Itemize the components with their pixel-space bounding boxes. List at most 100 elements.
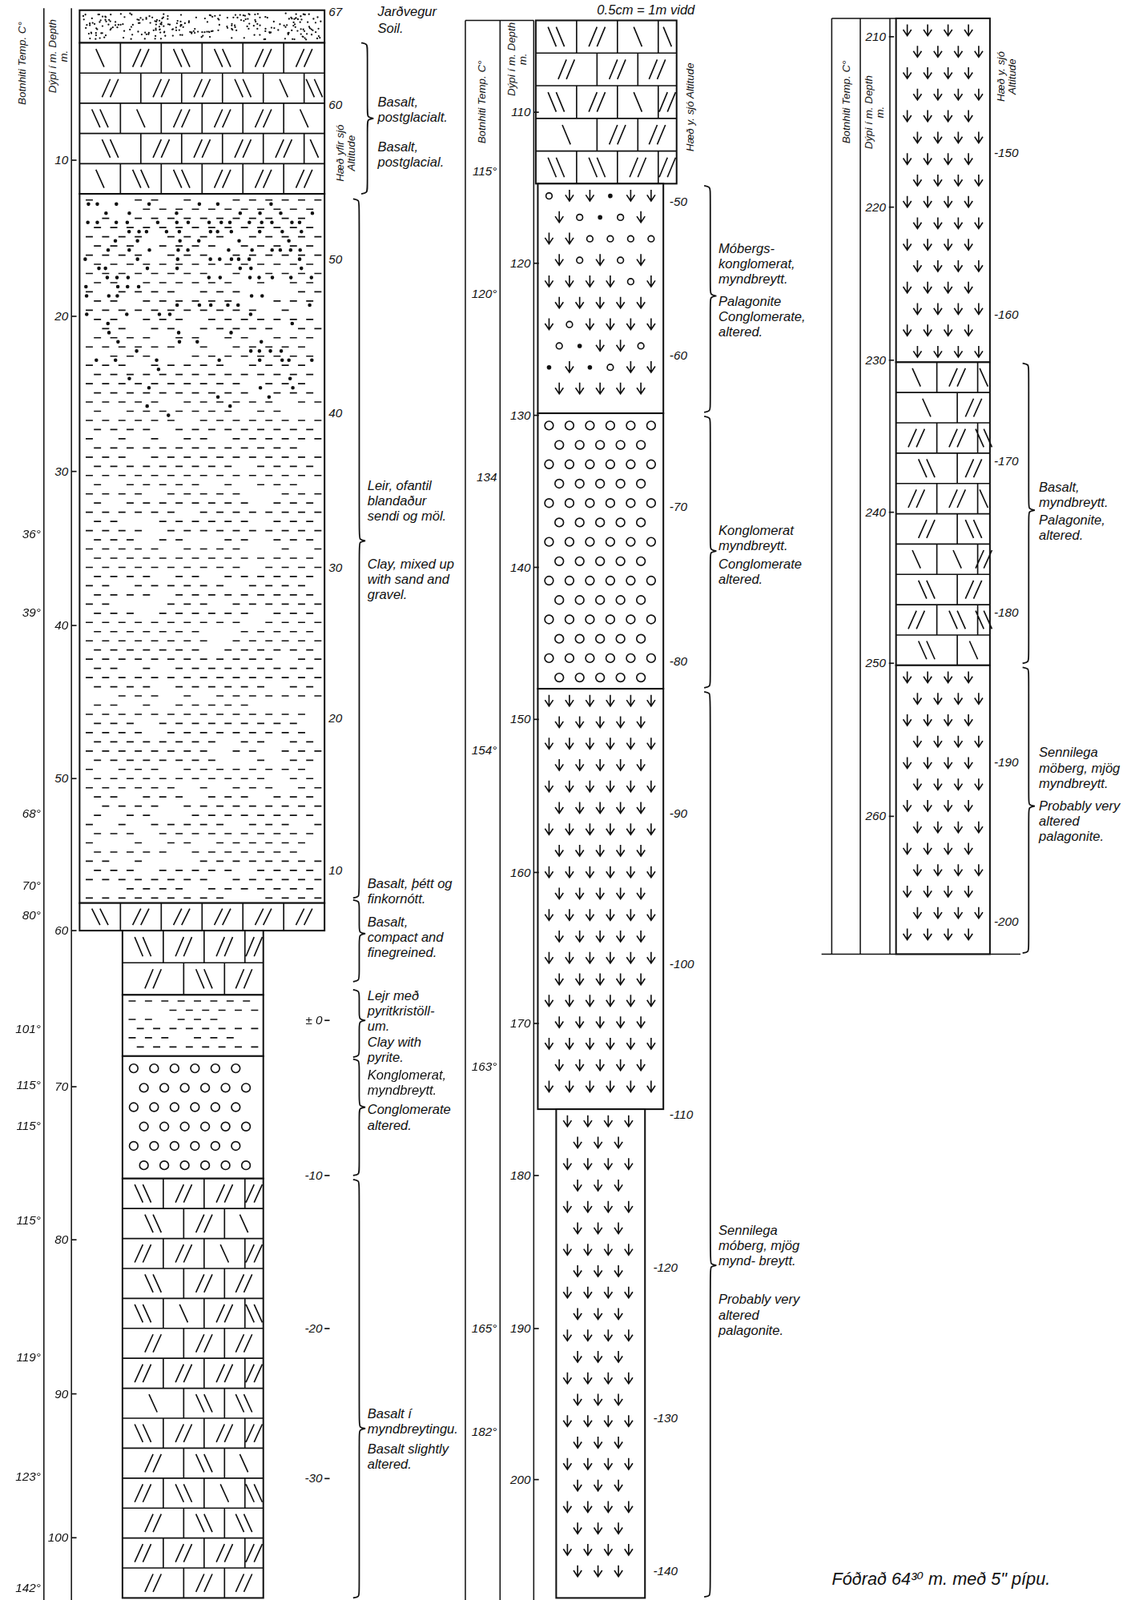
scale-tick (533, 262, 539, 265)
temperature-value: 123° (0, 1468, 41, 1486)
bracket (353, 990, 366, 1058)
rock-layer (79, 10, 325, 44)
bracket (1022, 667, 1035, 954)
layer-outline (79, 43, 325, 195)
layer-description: Palagonite Conglomerate, altered. (718, 293, 811, 340)
altitude-number: -160 (994, 305, 1019, 322)
scale-note: 0.5cm = 1m vidd (596, 2, 695, 18)
layer-description: Basalt, compact and finegreined. (367, 914, 460, 961)
layer-outline (535, 20, 677, 184)
layer-outline (122, 1056, 264, 1180)
layer-outline (555, 1109, 645, 1598)
lithology-pattern (535, 20, 677, 184)
scale-tick (889, 816, 894, 818)
rock-layer (79, 43, 325, 195)
scale-tick (533, 567, 539, 569)
lithology-pattern (122, 930, 264, 995)
bracket (353, 1179, 366, 1598)
layer-description: Conglomerate altered. (367, 1102, 460, 1133)
frame-line (831, 18, 834, 954)
rock-layer (537, 183, 664, 414)
bracket (361, 43, 374, 195)
depth-number: 100 (7, 1529, 69, 1546)
altitude-number: -120 (652, 1259, 678, 1276)
rock-layer (537, 688, 664, 1110)
layer-description: Leir, ofantil blandaður sendi og möl. (367, 477, 462, 524)
altitude-number: -150 (994, 144, 1019, 161)
lithology-pattern (544, 189, 656, 395)
altitude-number: -140 (652, 1563, 678, 1580)
layer-description: Konglomerat, myndbreytt. (367, 1067, 460, 1099)
altitude-number: -100 (669, 956, 695, 973)
layer-description: Lejr með pyritkristöll- um. (367, 987, 460, 1034)
depth-number: 240 (824, 503, 886, 520)
temperature-value: 115° (0, 1212, 41, 1229)
layer-outline (122, 994, 264, 1056)
layer-description: Clay, mixed up with sand and gravel. (367, 555, 462, 602)
depth-number: 40 (7, 617, 69, 634)
layer-description: Basalt, postglacial. (377, 138, 475, 170)
depth-number: 200 (469, 1471, 531, 1488)
depth-number: 140 (469, 559, 531, 576)
lithology-pattern (563, 1115, 633, 1578)
scale-tick (71, 1086, 77, 1088)
scale-tick (889, 662, 894, 665)
layer-outline (537, 413, 664, 689)
altitude-number: ± 0 (261, 1012, 322, 1029)
layer-description: Probably very altered palagonite. (718, 1291, 805, 1338)
scale-tick (71, 1393, 77, 1396)
scale-tick (533, 414, 539, 417)
temperature-value: 101° (0, 1020, 41, 1037)
depth-number: 220 (824, 198, 886, 215)
layer-outline (79, 10, 325, 44)
depth-number: 60 (7, 922, 69, 939)
depth-number: 160 (469, 864, 531, 881)
axis-heading: Hæð y. sjó Altitude (684, 36, 696, 179)
altitude-number: 20 (328, 710, 343, 727)
depth-number: 130 (469, 406, 531, 423)
temperature-value: 142° (0, 1580, 41, 1597)
temperature-value: 70° (0, 877, 41, 894)
altitude-number: -50 (669, 193, 688, 210)
scale-tick (71, 624, 77, 627)
lithology-pattern (122, 1179, 264, 1599)
layer-description: Móbergs- konglomerat, myndbreytt. (718, 241, 805, 287)
axis-heading: Dýpi í m. Depth m. (47, 15, 70, 97)
rock-layer (555, 1109, 645, 1598)
altitude-number: -110 (669, 1106, 693, 1123)
frame-line (43, 8, 45, 1600)
axis-heading: Botnhiti Temp. C° (475, 51, 487, 153)
bracket (353, 900, 366, 983)
layer-description: Konglomerat myndbreytt. (718, 522, 811, 553)
altitude-number: -200 (994, 913, 1019, 930)
scale-tick (533, 1328, 539, 1330)
lithology-pattern (896, 362, 993, 665)
scale-tick (324, 1478, 330, 1481)
lithology-pattern (544, 695, 656, 1093)
rock-layer (896, 18, 991, 363)
temperature-value: 115° (435, 163, 497, 180)
scale-tick (324, 1328, 330, 1330)
lithology-dots (82, 12, 322, 41)
scale-tick (71, 315, 77, 318)
layer-description: Probably very altered palagonite. (1038, 797, 1136, 844)
temperature-value: 120° (435, 285, 497, 302)
altitude-number: -90 (669, 804, 688, 822)
layer-description: Sennilega móberg, mjög mynd- breytt. (718, 1223, 801, 1269)
layer-description: Clay with pyrite. (367, 1034, 460, 1066)
altitude-number: 10 (328, 862, 343, 879)
altitude-number: -180 (994, 603, 1019, 620)
depth-number: 120 (469, 255, 531, 272)
altitude-number: -20 (261, 1320, 322, 1337)
layer-outline (896, 665, 991, 955)
frame-line (859, 18, 862, 954)
rock-layer (896, 362, 993, 665)
rock-layer (79, 903, 325, 931)
frame-line (465, 20, 534, 22)
layer-description: Soil. (377, 20, 479, 36)
layer-outline (537, 183, 664, 414)
axis-heading: Hæð y. sjó Altitude (994, 36, 1018, 118)
